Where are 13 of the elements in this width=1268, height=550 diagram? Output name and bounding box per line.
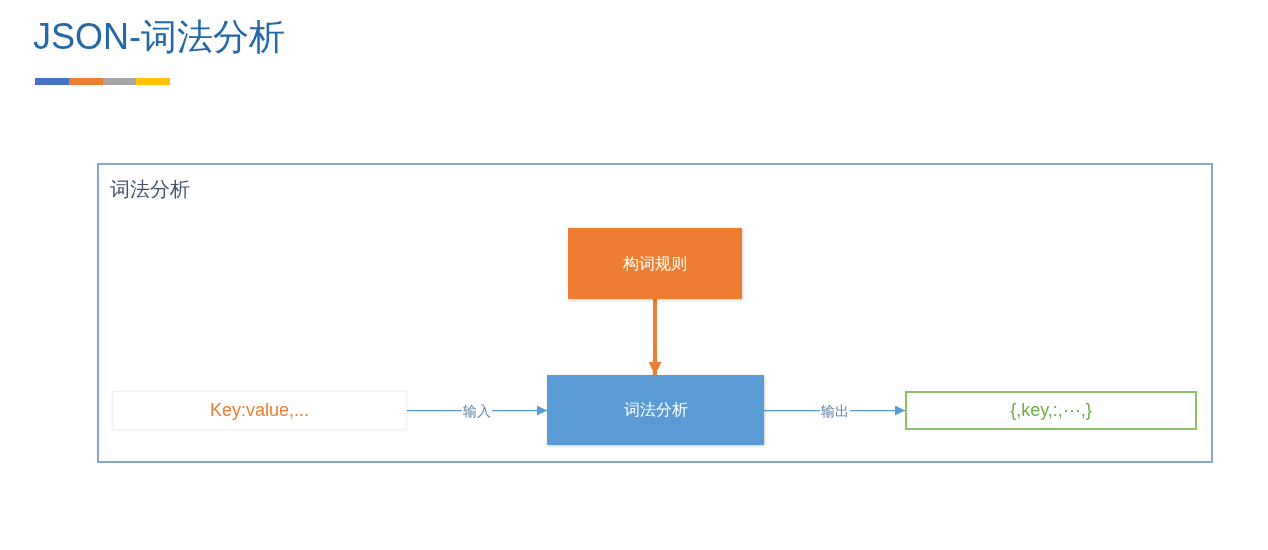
process-box xyxy=(547,375,764,445)
output-box xyxy=(905,391,1197,430)
frame-heading: 词法分析 xyxy=(110,177,190,202)
node-label: 构词规则 xyxy=(623,253,687,274)
page-title: JSON-词法分析 xyxy=(33,15,285,59)
input-text: Key:value,... xyxy=(209,399,310,422)
group-frame xyxy=(97,163,1213,463)
input-box xyxy=(112,391,407,430)
node-label: 词法分析 xyxy=(623,400,688,420)
arrow xyxy=(648,299,662,375)
edge-label: 输入 xyxy=(462,401,492,420)
output-text: {,key,:,⋯,} xyxy=(1010,399,1092,422)
edge-label: 输出 xyxy=(819,401,850,420)
